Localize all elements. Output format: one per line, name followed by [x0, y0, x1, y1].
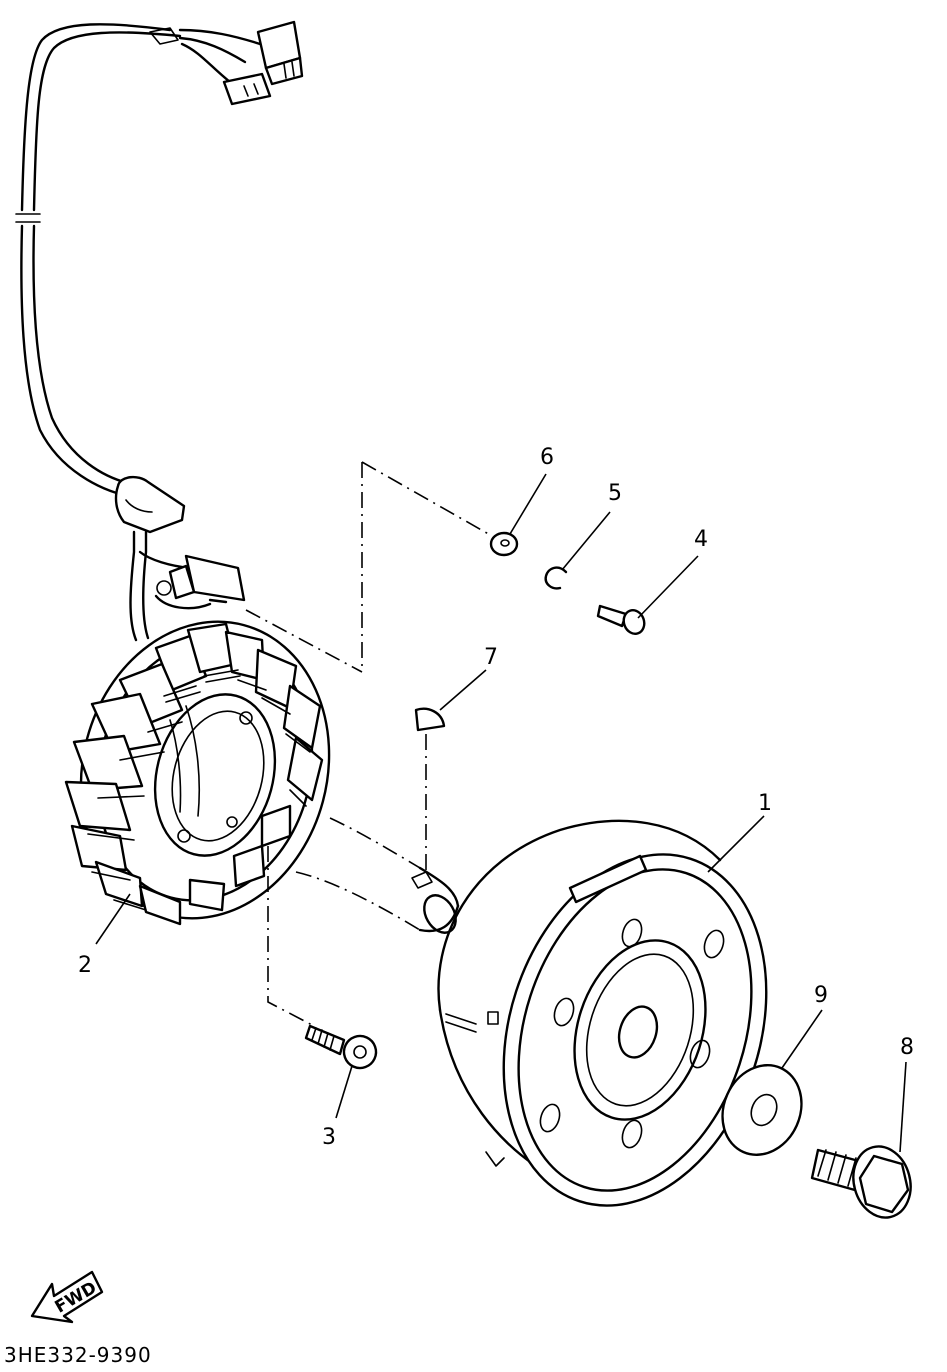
callout-1: 1 [758, 791, 772, 816]
crankshaft-end [295, 817, 460, 934]
wire-grommet [114, 475, 192, 642]
callout-7: 7 [484, 645, 498, 670]
callout-8: 8 [900, 1035, 914, 1060]
plain-washer [489, 531, 519, 557]
pickup-coil-coupler [154, 554, 246, 610]
plate-washer [721, 1064, 803, 1156]
alignment-lines [245, 461, 493, 1027]
callout-9: 9 [814, 983, 828, 1008]
callout-3: 3 [322, 1125, 336, 1150]
callout-2: 2 [78, 953, 92, 978]
flywheel-bolt [810, 1145, 912, 1219]
stator-bolt [304, 1024, 378, 1070]
coil-screw [596, 604, 646, 635]
forward-direction-arrow: FWD [30, 1270, 104, 1324]
wire-harness [15, 23, 262, 498]
lock-washer [544, 566, 568, 590]
diagram-code: 3HE332-9390 [4, 1343, 152, 1367]
callout-5: 5 [608, 481, 622, 506]
coupler-top-large [256, 20, 304, 86]
flywheel-rotor [437, 819, 768, 1207]
callout-labels: 1 2 3 4 5 6 7 8 9 [78, 445, 914, 1150]
woodruff-key [414, 707, 446, 732]
stator-assembly [64, 620, 331, 926]
callout-4: 4 [694, 527, 708, 552]
coupler-top-small [222, 72, 272, 106]
callout-6: 6 [540, 445, 554, 470]
callout-leaders [95, 473, 907, 1153]
